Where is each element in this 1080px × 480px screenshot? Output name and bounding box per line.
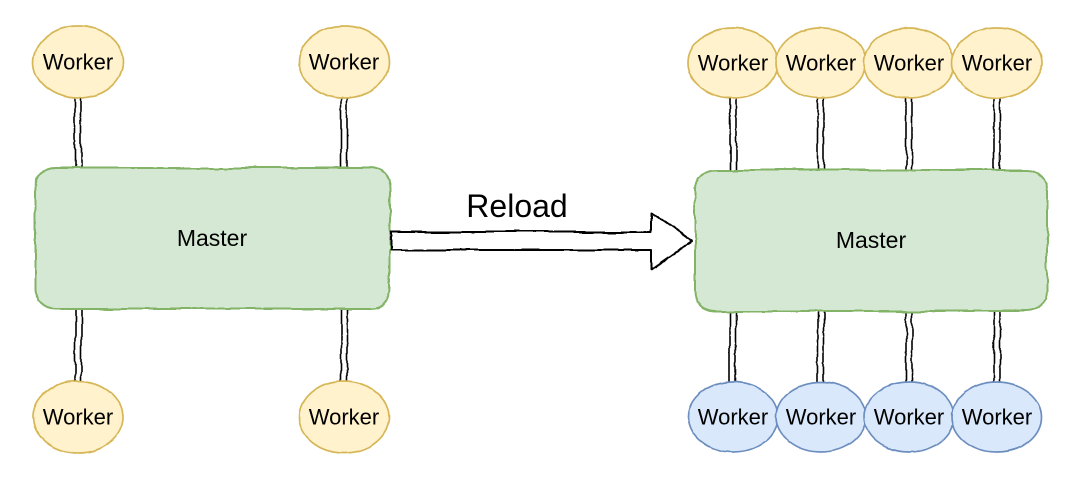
link-edge-after-top-1 <box>729 94 737 177</box>
link-edge-after-top-2 <box>817 94 825 177</box>
reload-arrow-label: Reload <box>466 188 567 224</box>
worker-label: Worker <box>874 405 945 430</box>
worker-node-after-top-4 <box>951 27 1043 99</box>
worker-label: Worker <box>786 51 857 76</box>
worker-node-before-bottom-1 <box>32 380 124 454</box>
reload-transition: Reload <box>390 188 692 270</box>
worker-label: Worker <box>43 50 114 75</box>
link-edge-after-bottom-1 <box>729 305 737 387</box>
link-edge-before-top-2 <box>340 93 348 175</box>
worker-label: Worker <box>962 405 1033 430</box>
worker-node-before-top-2 <box>298 25 390 99</box>
reload-arrow-shape <box>390 212 692 270</box>
link-edge-after-top-4 <box>993 94 1001 177</box>
worker-label: Worker <box>698 405 769 430</box>
worker-label: Worker <box>962 51 1033 76</box>
link-edge-before-bottom-2 <box>340 303 348 387</box>
worker-label: Worker <box>786 405 857 430</box>
after-cluster: Master Worker Worker Worker Worker Worke… <box>687 27 1048 453</box>
worker-node-after-bottom-4 <box>951 381 1043 453</box>
link-edge-before-bottom-1 <box>74 303 82 387</box>
worker-label: Worker <box>309 50 380 75</box>
link-edge-after-bottom-4 <box>993 305 1001 387</box>
worker-node-before-top-1 <box>32 25 124 99</box>
link-edge-after-bottom-3 <box>905 305 913 387</box>
worker-label: Worker <box>874 51 945 76</box>
master-label-before: Master <box>177 225 248 251</box>
worker-node-before-bottom-2 <box>298 380 390 454</box>
master-label-after: Master <box>836 227 907 253</box>
worker-label: Worker <box>698 51 769 76</box>
worker-label: Worker <box>43 405 114 430</box>
link-edge-before-top-1 <box>74 93 82 175</box>
link-edge-after-top-3 <box>905 94 913 177</box>
link-edge-after-bottom-2 <box>817 305 825 387</box>
worker-label: Worker <box>309 405 380 430</box>
before-cluster: Master Worker Worker Worker Worker <box>32 25 391 454</box>
master-node-after <box>694 169 1048 312</box>
